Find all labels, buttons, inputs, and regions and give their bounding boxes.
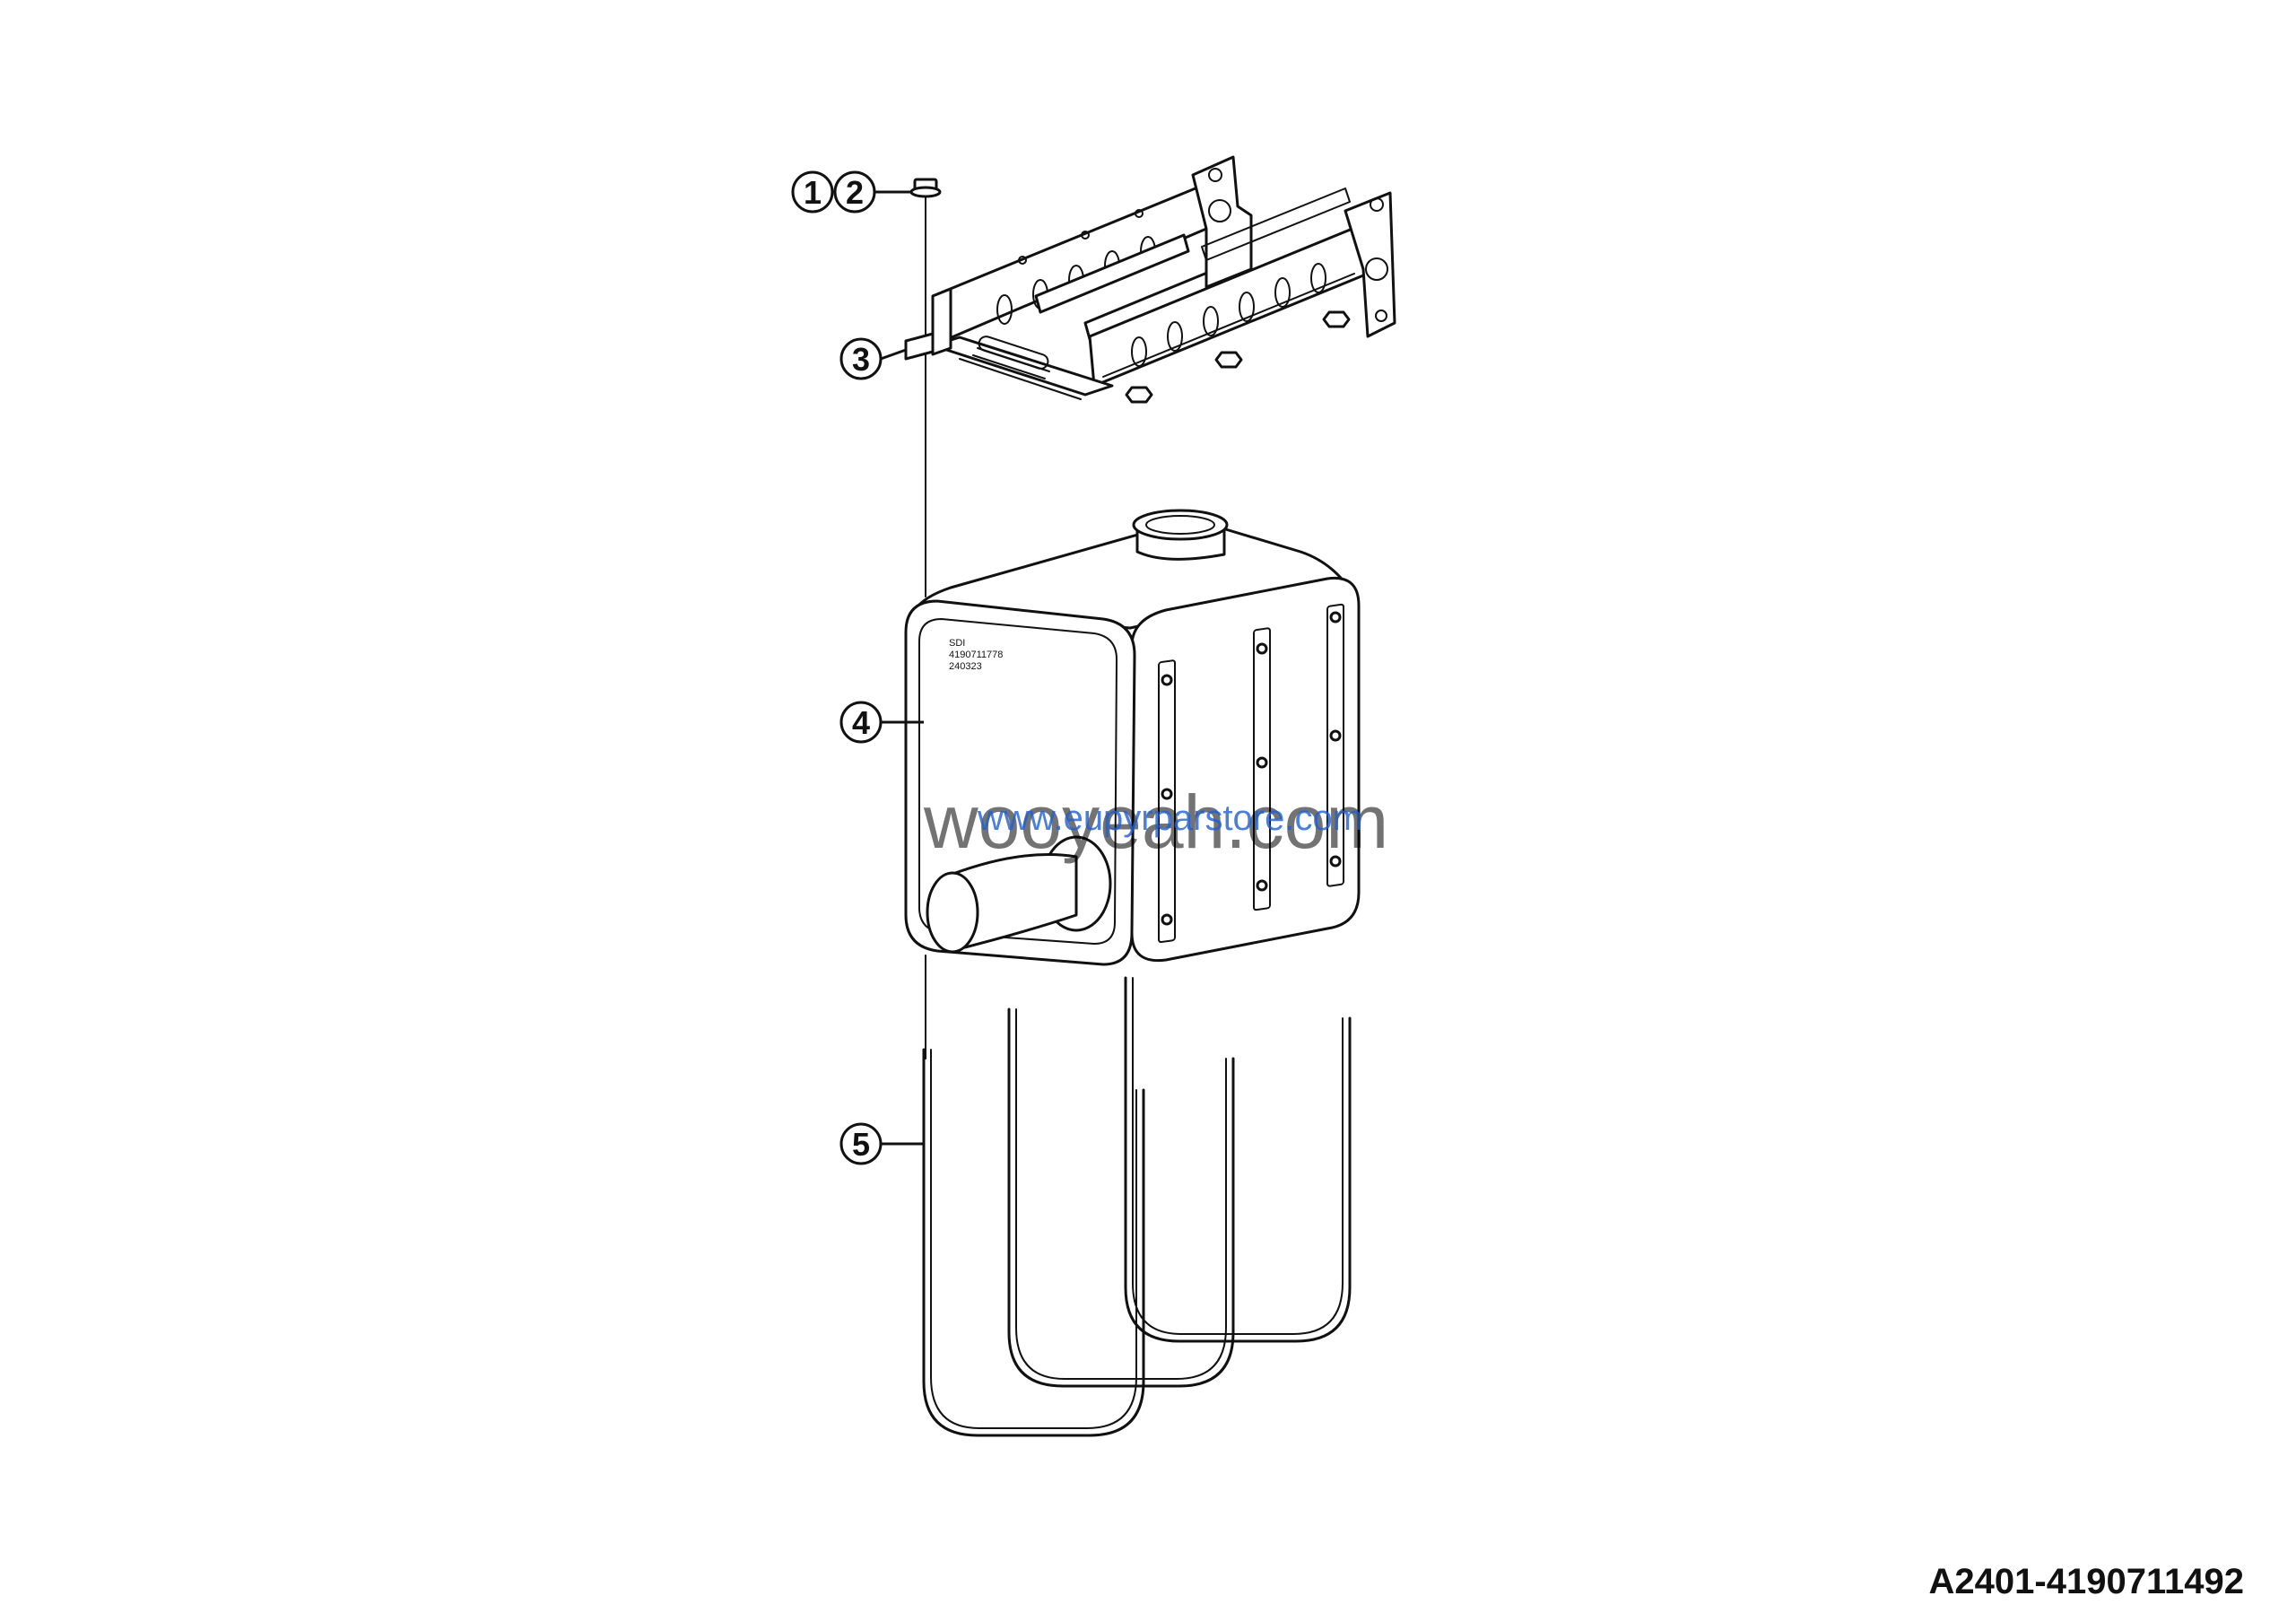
stamp-line-2: 4190711778	[949, 650, 1003, 660]
watermark-primary: wooyeah.com	[923, 780, 1388, 864]
callout-5: 5	[839, 1122, 924, 1165]
drawing-code: A2401-4190711492	[1928, 1562, 2244, 1601]
callout-1: 1	[791, 170, 834, 214]
bolt-and-washer	[909, 178, 942, 198]
mounting-bracket	[904, 155, 1396, 404]
stamp-line-3: 240323	[949, 661, 982, 672]
svg-text:5: 5	[852, 1126, 870, 1163]
svg-text:4: 4	[852, 704, 870, 741]
muffler: SDI 4190711778 240323	[904, 509, 1361, 966]
watermark-secondary: www.eupyrparstore.com	[977, 798, 1362, 838]
svg-text:2: 2	[846, 174, 864, 211]
svg-text:1: 1	[804, 174, 822, 211]
svg-text:3: 3	[852, 341, 870, 378]
stamp-line-1: SDI	[949, 638, 965, 649]
strap-bolts	[1161, 611, 1342, 926]
u-straps	[922, 976, 1352, 1437]
callout-3: 3	[839, 337, 907, 380]
bracket-nuts	[1125, 310, 1351, 404]
callout-2: 2	[833, 170, 911, 214]
callout-4: 4	[839, 701, 924, 744]
